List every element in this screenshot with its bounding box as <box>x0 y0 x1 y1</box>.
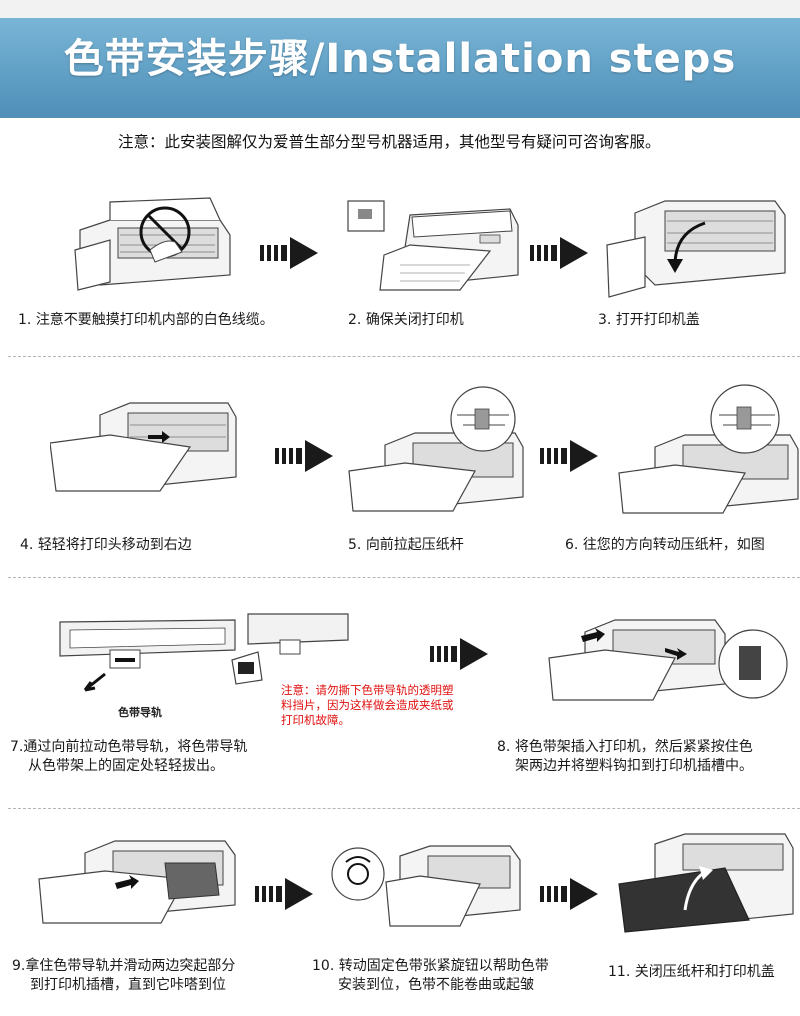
top-band <box>0 0 800 18</box>
step-caption: 6. 往您的方向转动压纸杆，如图 <box>565 537 765 553</box>
printer-illustration <box>606 200 786 298</box>
printer-illustration <box>618 384 799 514</box>
step-caption: 11. 关闭压纸杆和打印机盖 <box>608 964 775 980</box>
printer-illustration <box>348 386 524 512</box>
notice-text: 注意：此安装图解仅为爱普生部分型号机器适用，其他型号有疑问可咨询客服。 <box>118 133 661 151</box>
printer-illustration <box>74 197 231 291</box>
step-caption: 4. 轻轻将打印头移动到右边 <box>20 537 192 553</box>
printer-illustration <box>347 200 519 291</box>
warning-text: 注意：请勿撕下色带导轨的透明塑料挡片，因为这样做会造成夹纸或打印机故障。 <box>281 683 454 727</box>
printer-illustration <box>38 840 236 924</box>
section-divider <box>8 808 800 809</box>
right-arrow-icon <box>540 440 598 472</box>
right-arrow-icon <box>275 440 333 472</box>
step-caption: 10. 转动固定色带张紧旋钮以帮助色带 安装到位，色带不能卷曲或起皱 <box>312 958 549 993</box>
ribbon-cartridge-illustration <box>59 619 236 692</box>
ribbon-guide-label: 色带导轨 <box>118 706 162 719</box>
step-caption: 8. 将色带架插入打印机，然后紧紧按住色 架两边并将塑料钩扣到打印机插槽中。 <box>497 739 753 774</box>
section-divider <box>8 356 800 357</box>
step-caption: 9.拿住色带导轨并滑动两边突起部分 到打印机插槽，直到它咔嗒到位 <box>12 958 236 993</box>
printer-illustration <box>50 402 237 492</box>
printer-illustration <box>548 619 788 701</box>
right-arrow-icon <box>255 878 313 910</box>
step-caption: 1. 注意不要触摸打印机内部的白色线缆。 <box>18 312 274 328</box>
step-caption: 3. 打开打印机盖 <box>598 312 700 328</box>
header-banner <box>0 18 800 118</box>
step-caption: 5. 向前拉起压纸杆 <box>348 537 464 553</box>
right-arrow-icon <box>530 237 588 269</box>
section-divider <box>8 577 800 578</box>
right-arrow-icon <box>430 638 488 670</box>
ribbon-cartridge-illustration <box>231 613 349 685</box>
step-caption: 7.通过向前拉动色带导轨，将色带导轨 从色带架上的固定处轻轻拔出。 <box>10 739 248 774</box>
page-title: 色带安装步骤/Installation steps <box>63 36 737 82</box>
right-arrow-icon <box>260 237 318 269</box>
right-arrow-icon <box>540 878 598 910</box>
printer-illustration <box>331 845 521 927</box>
printer-illustration <box>618 833 794 933</box>
step-caption: 2. 确保关闭打印机 <box>348 312 464 328</box>
